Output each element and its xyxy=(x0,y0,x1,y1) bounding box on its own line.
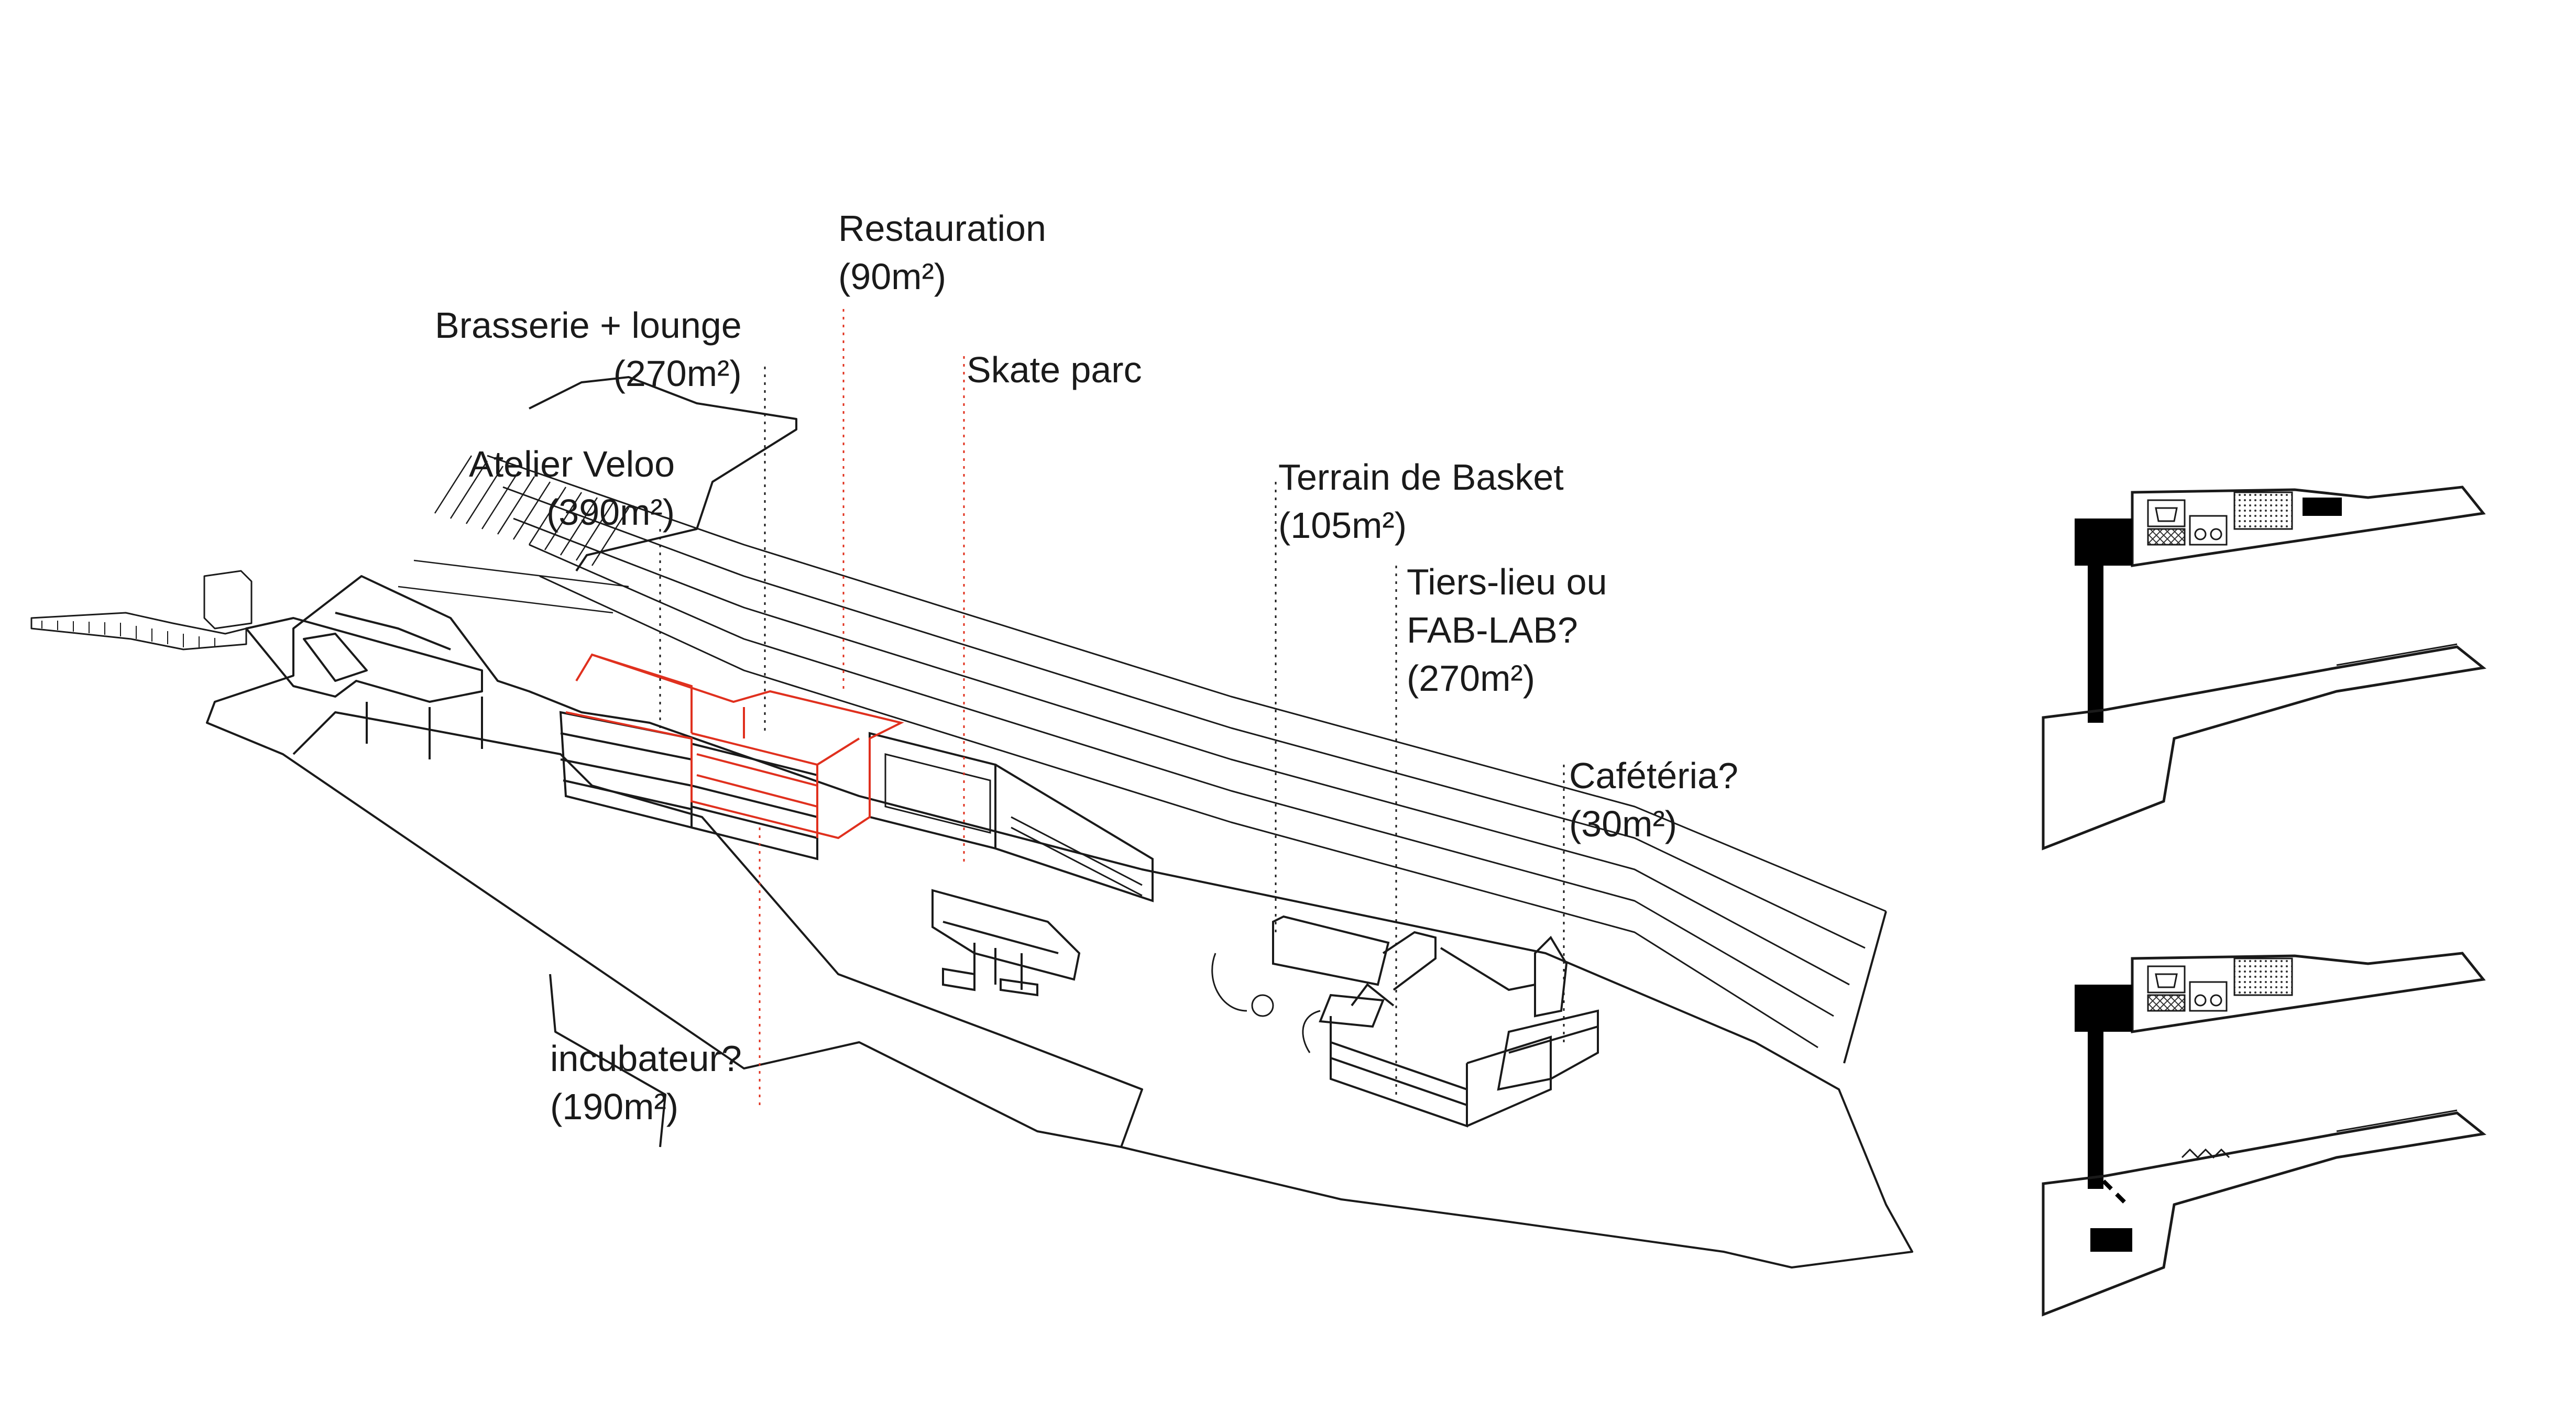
label-incubateur: incubateur? (190m²) xyxy=(550,1034,742,1131)
label-brasserie: Brasserie + lounge (270m²) xyxy=(435,301,742,398)
label-skate-name: Skate parc xyxy=(967,349,1142,390)
label-incubateur-name: incubateur? xyxy=(550,1038,742,1079)
mini-plan-bottom xyxy=(2042,952,2486,1317)
hatched-area-icon xyxy=(2233,491,2293,530)
zigzag-icon xyxy=(2181,1148,2230,1159)
label-tiers-lieu-line1: Tiers-lieu ou xyxy=(1407,561,1607,602)
label-brasserie-name: Brasserie + lounge xyxy=(435,305,742,346)
label-basket-name: Terrain de Basket xyxy=(1278,457,1564,498)
label-basket-area: (105m²) xyxy=(1278,505,1407,546)
label-incubateur-area: (190m²) xyxy=(550,1086,679,1127)
label-atelier: Atelier Veloo (390m²) xyxy=(469,440,675,536)
label-restauration-area: (90m²) xyxy=(838,256,947,297)
label-brasserie-area: (270m²) xyxy=(613,353,742,394)
label-atelier-name: Atelier Veloo xyxy=(469,444,675,484)
label-cafeteria: Cafétéria? (30m²) xyxy=(1569,752,1738,848)
label-cafeteria-name: Cafétéria? xyxy=(1569,755,1738,796)
leader-lines xyxy=(659,309,1565,1105)
bicycle-icon xyxy=(2189,515,2228,546)
label-tiers-lieu: Tiers-lieu ou FAB-LAB? (270m²) xyxy=(1407,558,1607,702)
label-restauration-name: Restauration xyxy=(838,208,1046,249)
coffee-icon xyxy=(2147,499,2186,527)
ground-slab xyxy=(206,575,1913,1268)
label-skate: Skate parc xyxy=(967,346,1142,394)
label-tiers-lieu-area: (270m²) xyxy=(1407,658,1536,699)
label-atelier-area: (390m²) xyxy=(546,492,675,533)
label-cafeteria-area: (30m²) xyxy=(1569,803,1678,844)
site-plan xyxy=(30,376,1913,1268)
highlighted-blocks xyxy=(565,653,904,840)
label-basket: Terrain de Basket (105m²) xyxy=(1278,453,1564,549)
mini-plan-top xyxy=(2042,486,2486,851)
label-tiers-lieu-line2: FAB-LAB? xyxy=(1407,610,1578,650)
label-restauration: Restauration (90m²) xyxy=(838,204,1046,301)
